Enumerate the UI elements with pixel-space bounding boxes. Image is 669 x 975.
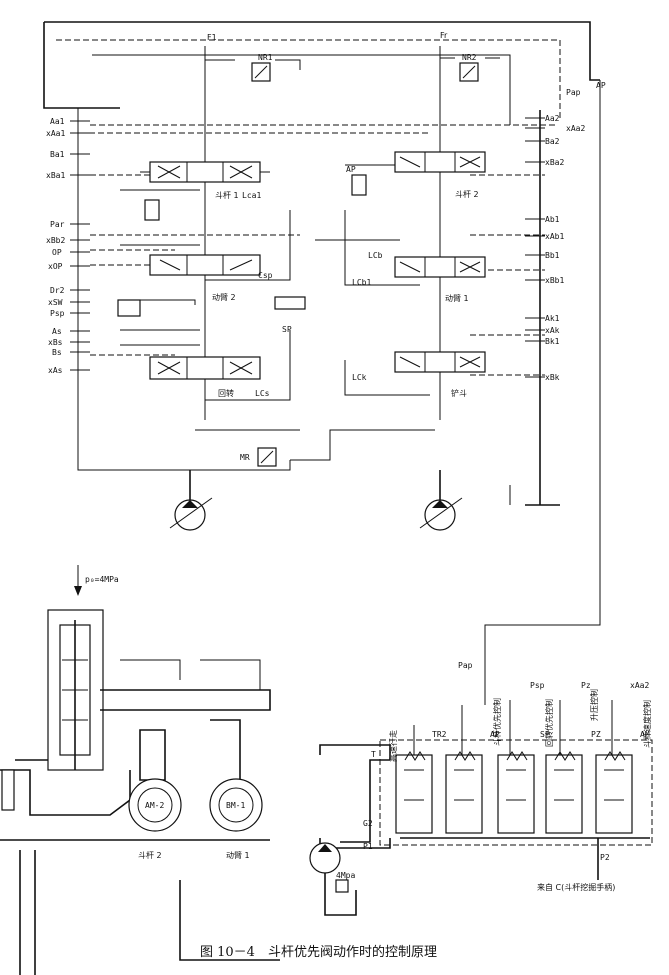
port-label: Bs [52,348,62,357]
top-port-pz: Pz [581,681,591,690]
port-label: Psp [50,309,65,318]
pilot-spool-section: p₀=4MPa AM-2 BM-1 斗杆 2 动臂 1 [0,565,280,975]
valve-arm-1 [140,161,270,183]
port-label: Ak1 [545,314,560,323]
port-label: Dr2 [50,286,65,295]
label-arm-priority: 斗杆优先控制 [492,698,502,746]
valve-boom-2 [149,254,261,276]
pilot-name-boom1: 动臂 1 [226,850,250,860]
port-label: xBk [545,373,560,382]
port-label: Aa2 [545,114,560,123]
lck-label: LCk [352,373,367,382]
sp-label: SP [282,325,292,334]
valve-arm-2 [394,151,486,173]
valve-bucket [394,351,486,373]
arm2-label: 斗杆 2 [455,189,479,199]
port-label: xAb1 [545,232,564,241]
pap-label: Pap [566,88,581,97]
lcb1-label: LCb1 [352,278,371,287]
port-label: xBs [48,338,63,347]
ap-valve-label: AP [346,165,356,174]
boom2-sub-valve [117,296,306,317]
pump-labels: F1 Fr NR1 NR2 MR Pap AP AP [207,31,606,462]
top-port-pap: Pap [458,661,473,670]
port-p2: P2 [600,853,610,862]
pilot-pump-pressure: 4Mpa [336,871,355,880]
label-pressure-boost: 升压控制 [589,689,599,721]
port-label: xBb1 [545,276,564,285]
port-ap: AP [490,730,500,739]
relief-valve-nr2 [459,62,479,82]
check-valve-ap [351,174,367,196]
main-circuit-lines [43,21,601,705]
csp-label: Csp [258,271,273,280]
port-label: Ba2 [545,137,560,146]
nr1-label: NR1 [258,53,273,62]
port-label: xOP [48,262,63,271]
figure-caption: 图 10－4 斗杆优先阀动作时的控制原理 [200,944,437,960]
pilot-pressure-label: p₀=4MPa [85,575,119,584]
port-g2: G2 [363,819,373,828]
pump-f1-label: F1 [207,33,217,42]
valve-swing [149,356,261,380]
boom1-label: 动臂 1 [445,293,469,303]
mr-label: MR [240,453,250,462]
port-label: Bk1 [545,337,560,346]
swing-label: 回转 [218,388,234,398]
port-label: xBb2 [46,236,65,245]
port-label: xAa2 [566,124,585,133]
check-valve-lca1 [144,199,160,221]
bucket-label: 铲斗 [451,388,467,398]
top-port-xaa2: xAa2 [630,681,649,690]
port-label: xAa1 [46,129,65,138]
valve-boom-1 [394,256,486,278]
nr2-label: NR2 [462,53,477,62]
port-label: xSW [48,298,63,307]
port-pz: PZ [591,730,601,739]
valve-labels: 斗杆 1 Lca1 斗杆 2 动臂 2 Csp SP 回转 LCs 动臂 1 L… [212,189,479,398]
port-label: xBa1 [46,171,65,180]
right-port-ticks [525,117,545,378]
from-arm-handle-text: 来自 C(斗杆挖掘手柄) [537,882,615,892]
spool-bm1-label: BM-1 [226,801,245,810]
pump-fr-label: Fr [440,31,448,40]
left-port-ticks [70,120,90,371]
port-sp: SP [540,730,550,739]
arm1-label: 斗杆 1 [215,190,239,200]
port-t: T [371,750,376,759]
port-tr2: TR2 [432,730,447,739]
port-label: xBa2 [545,158,564,167]
boom2-label: 动臂 2 [212,292,236,302]
port-label: xAk [545,326,560,335]
port-label: xAs [48,366,63,375]
port-label: Ab1 [545,215,560,224]
port-p1: P1 [363,842,373,851]
lcb-label: LCb [368,251,383,260]
relief-valve-mr [257,447,277,467]
main-pump-right [419,497,463,531]
port-am: AM [640,730,650,739]
port-label: Aa1 [50,117,65,126]
label-swing-priority: 回转优先控制 [544,699,554,747]
relief-valve-nr1 [251,62,271,82]
solenoid-block: 高速行走 斗杆优先控制 回转优先控制 升压控制 斗杆速度控制 Pap Psp P… [309,661,653,916]
port-label: Par [50,220,65,229]
port-label: OP [52,248,62,257]
port-label: Bb1 [545,251,560,260]
pilot-name-arm2: 斗杆 2 [138,850,162,860]
label-high-speed-travel: 高速行走 [388,730,398,762]
lcs-label: LCs [255,389,270,398]
top-port-psp: Psp [530,681,545,690]
main-pump-left [169,497,213,531]
ap-label: AP [596,81,606,90]
lca1-label: Lca1 [242,191,261,200]
port-label: Ba1 [50,150,65,159]
spool-am2-label: AM-2 [145,801,164,810]
port-label: As [52,327,62,336]
left-port-labels: Aa1 xAa1 Ba1 xBa1 Par xBb2 OP xOP Dr2 xS… [46,117,65,375]
right-port-labels: Aa2 xAa2 Ba2 xBa2 Ab1 xAb1 Bb1 xBb1 Ak1 … [545,114,585,382]
label-arm-speed: 斗杆速度控制 [642,700,652,748]
